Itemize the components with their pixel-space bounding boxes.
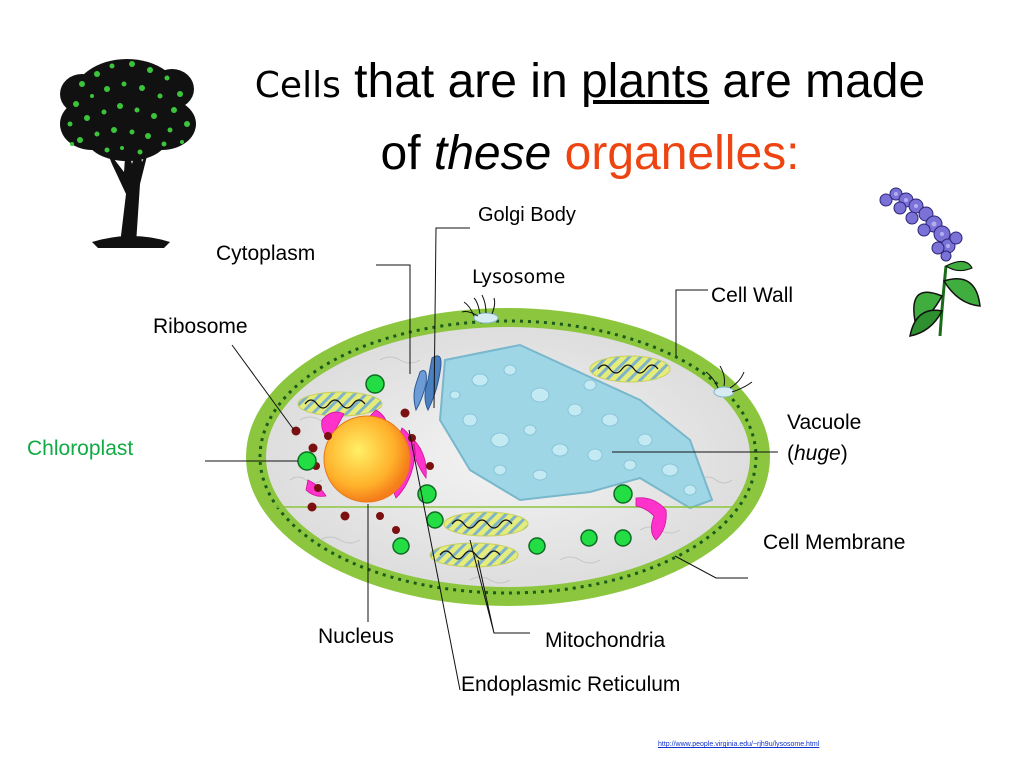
label-cell-membrane: Cell Membrane <box>763 531 906 554</box>
label-endoplasmic-reticulum: Endoplasmic Reticulum <box>461 673 681 696</box>
label-mitochondria: Mitochondria <box>545 629 666 652</box>
label-ribosome: Ribosome <box>153 315 248 338</box>
source-link[interactable]: http://www.people.virginia.edu/~rjh9u/ly… <box>658 741 820 748</box>
title-line-2: of these organelles: <box>160 130 1020 178</box>
ribosomes <box>291 408 434 534</box>
label-chloroplast: Chloroplast <box>27 437 134 460</box>
vacuole-paren-open: ( <box>787 442 794 465</box>
leader-mito <box>469 539 530 634</box>
vacuole <box>438 343 714 510</box>
lysosome-2 <box>705 365 753 398</box>
label-cell-wall: Cell Wall <box>711 284 794 307</box>
title-of: of <box>380 127 434 180</box>
title-part2: are made <box>709 55 926 108</box>
vacuole-huge-word: huge <box>794 442 841 465</box>
title-line-1: Cells that are in plants are made <box>160 58 1020 106</box>
label-golgi-body: Golgi Body <box>478 204 576 226</box>
label-vacuole-huge: (huge) <box>787 442 848 466</box>
vacuole-paren-close: ) <box>840 442 848 465</box>
nucleus <box>323 415 411 503</box>
leader-ribosome <box>231 344 295 431</box>
leader-cytoplasm <box>376 264 411 374</box>
label-lysosome: Lysosome <box>472 266 566 288</box>
title-these: these <box>433 127 552 180</box>
leader-membrane <box>674 555 748 579</box>
leader-er <box>408 429 461 691</box>
tree-icon <box>60 59 196 248</box>
flower-icon <box>879 187 981 337</box>
leader-cellwall <box>675 289 708 356</box>
cell-membrane <box>258 319 758 595</box>
label-cytoplasm: Cytoplasm <box>216 242 316 265</box>
label-vacuole: Vacuole <box>787 411 862 434</box>
golgi-body <box>413 355 442 412</box>
title-part1: that are in <box>340 55 581 108</box>
title-organelles: organelles: <box>564 127 800 180</box>
title-cells: Cells <box>254 65 341 106</box>
title-plants: plants <box>580 55 710 108</box>
leader-golgi <box>433 227 470 409</box>
lysosome <box>461 294 499 324</box>
label-nucleus: Nucleus <box>318 625 394 648</box>
